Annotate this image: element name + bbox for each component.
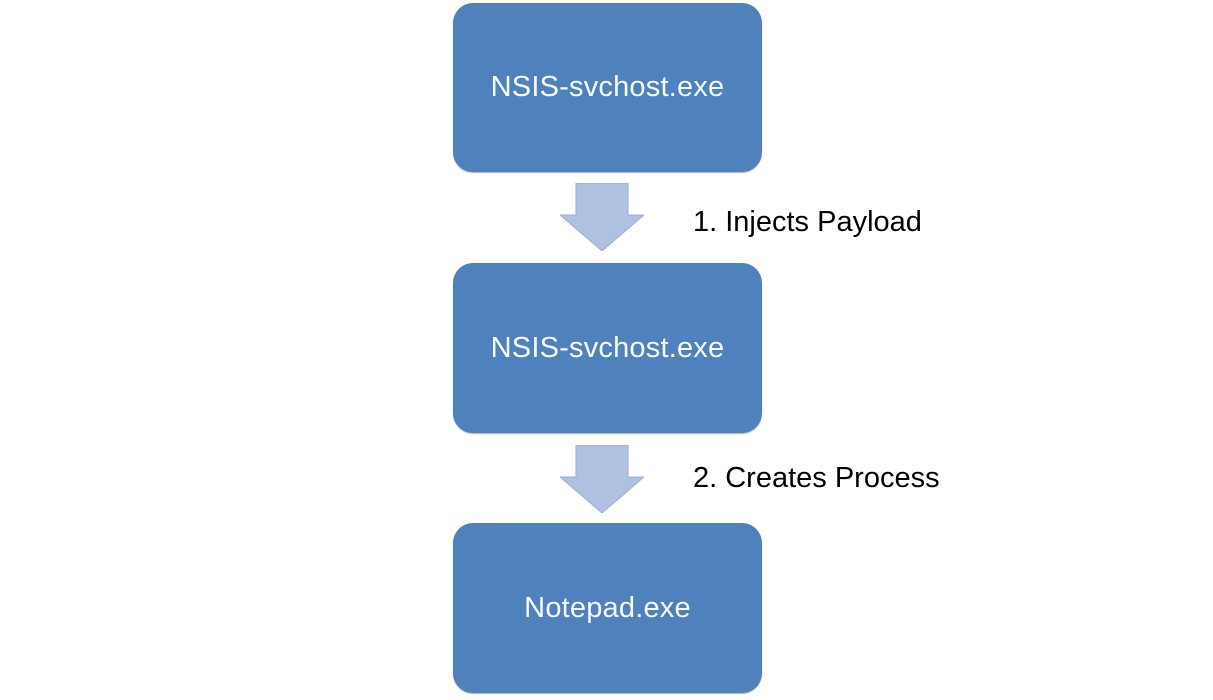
down-arrow-shape xyxy=(560,183,644,251)
edge-label-injects-payload: 1. Injects Payload xyxy=(693,206,922,238)
node-label: Notepad.exe xyxy=(524,591,691,624)
process-node-nsis-svchost-1: NSIS-svchost.exe xyxy=(453,3,762,172)
down-arrow-icon xyxy=(560,183,644,251)
node-label: NSIS-svchost.exe xyxy=(490,71,725,103)
edge-label-creates-process: 2. Creates Process xyxy=(693,462,940,494)
process-node-notepad: Notepad.exe xyxy=(453,523,762,693)
down-arrow-icon xyxy=(560,445,644,513)
node-label: NSIS-svchost.exe xyxy=(490,331,725,364)
down-arrow-shape xyxy=(560,445,644,513)
process-node-nsis-svchost-2: NSIS-svchost.exe xyxy=(453,263,762,433)
